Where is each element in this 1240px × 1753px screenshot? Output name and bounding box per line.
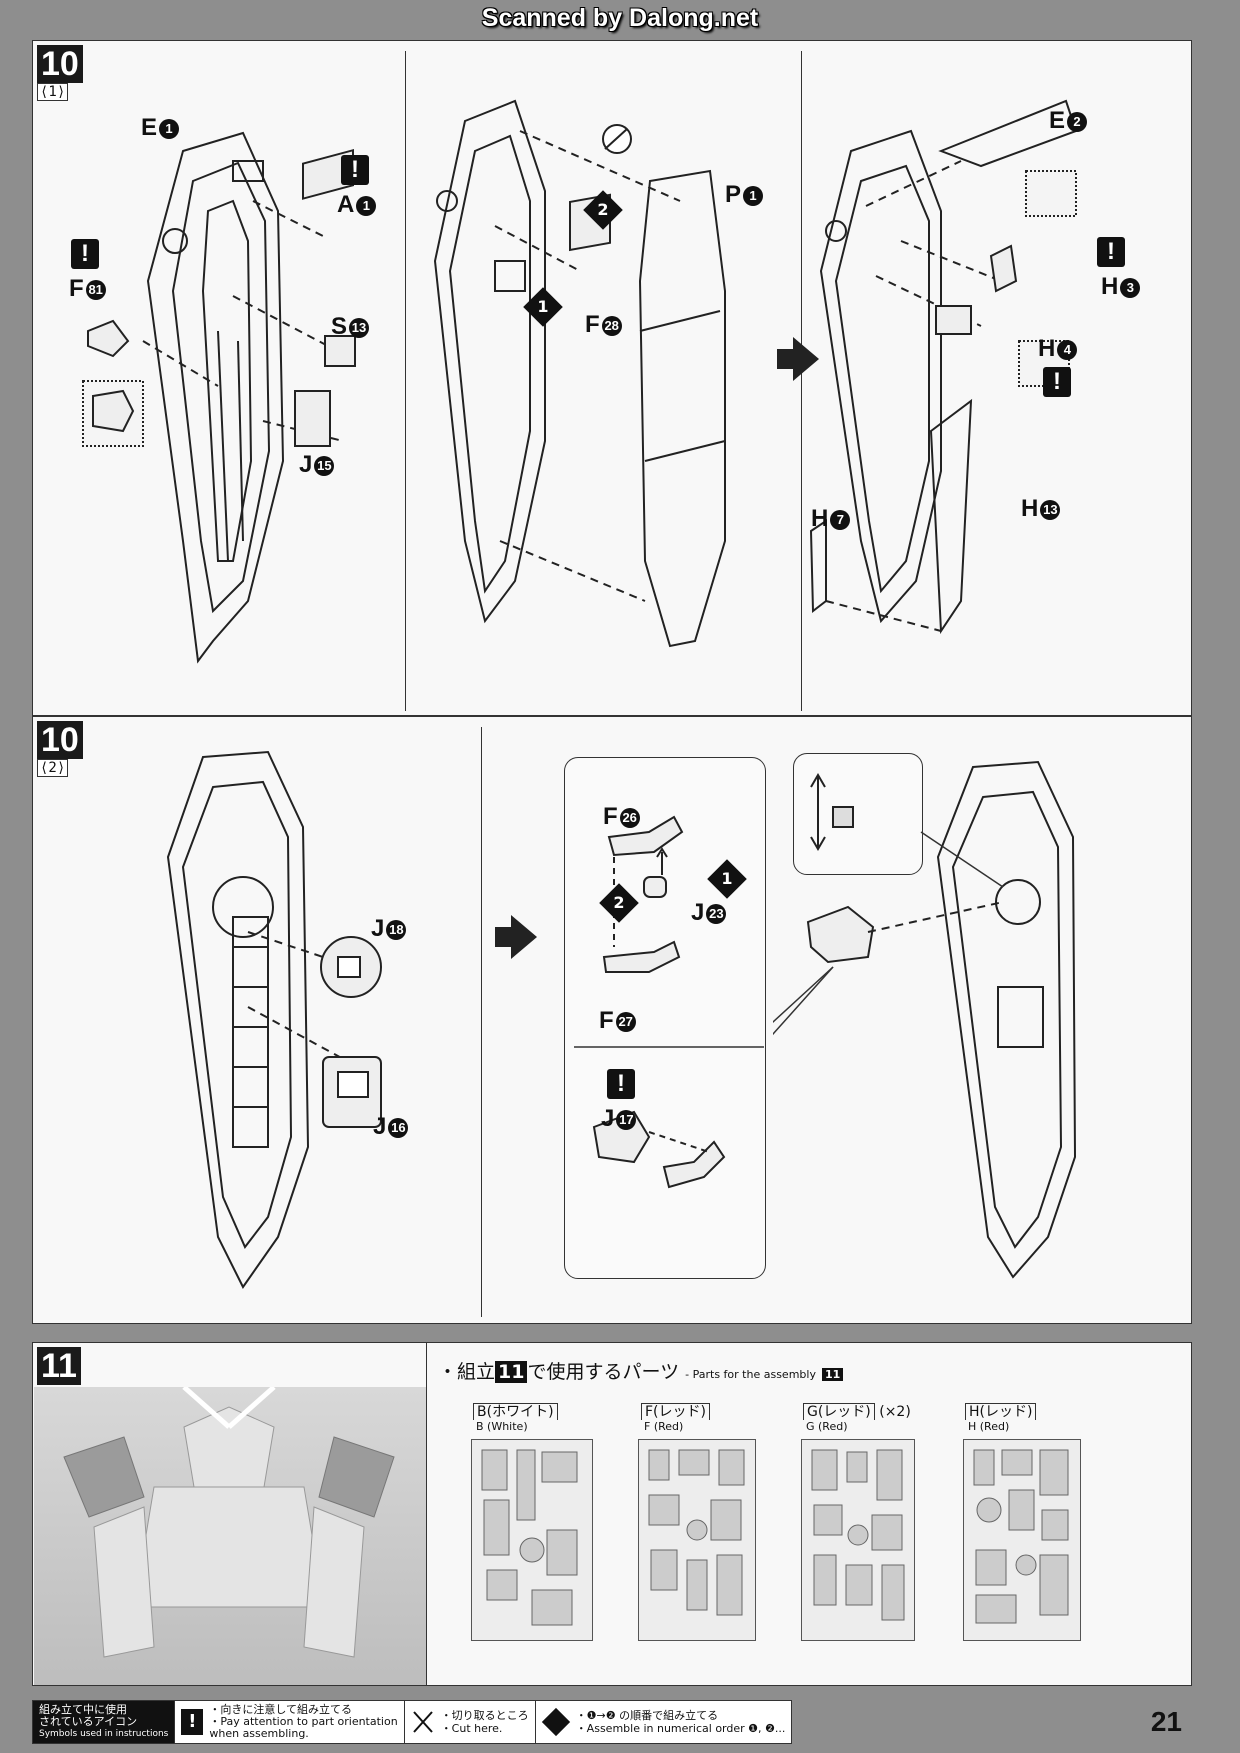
exclamation-icon: ! (71, 239, 99, 269)
legend-heading: 組み立て中に使用 されているアイコン Symbols used in instr… (33, 1701, 176, 1743)
runner-g (801, 1439, 915, 1641)
runner-label-f: F(レッド)F (Red) (641, 1403, 710, 1434)
next-step-arrow (777, 337, 819, 381)
shield-assembled-drawing (809, 99, 1078, 635)
watermark: Scanned by Dalong.net (481, 4, 759, 32)
runner-label-g: G(レッド) (×2)G (Red) (803, 1403, 911, 1434)
runner-h-drawing (973, 1449, 1069, 1624)
runner-label-b: B(ホワイト)B (White) (473, 1403, 558, 1434)
step-number: 10 (37, 45, 83, 83)
exclamation-icon: ! (181, 1709, 204, 1735)
runner-f-drawing (648, 1449, 745, 1616)
order-diamond-icon: 2 (583, 190, 623, 230)
runner-g-drawing (811, 1449, 905, 1621)
runner-h (963, 1439, 1081, 1641)
runner-f (638, 1439, 756, 1641)
order-diamond-icon (541, 1707, 570, 1737)
exclamation-icon: ! (607, 1069, 635, 1099)
panel-divider (405, 51, 406, 711)
legend-cut: ・切り取るところ ・Cut here. (405, 1701, 536, 1743)
next-step-arrow (495, 915, 537, 959)
sub-step: ⟨1⟩ (37, 83, 69, 101)
runner-label-h: H(レッド)H (Red) (965, 1403, 1037, 1434)
page-number: 21 (1150, 1706, 1182, 1737)
exclamation-icon: ! (1043, 367, 1071, 397)
runner-b (471, 1439, 593, 1641)
joint-assembly-drawing (574, 815, 764, 1189)
panel-divider (481, 727, 482, 1317)
shield-back-drawing (166, 750, 382, 1289)
step-number: 10 (37, 721, 83, 759)
sub-step: ⟨2⟩ (37, 759, 69, 777)
exclamation-icon: ! (341, 155, 369, 185)
exclamation-icon: ! (1097, 237, 1125, 267)
step-number: 11 (37, 1347, 81, 1385)
detail-zoom-drawing (773, 760, 1077, 1279)
legend-order: ・❶→❷ の順番で組み立てる ・Assemble in numerical or… (536, 1701, 792, 1743)
robot-photo-drawing (63, 1387, 395, 1658)
shield-cover-drawing (433, 99, 726, 648)
runner-b-drawing (481, 1449, 578, 1626)
order-diamond-icon: 1 (707, 859, 747, 899)
panel-divider (426, 1343, 427, 1685)
icon-legend: 組み立て中に使用 されているアイコン Symbols used in instr… (32, 1700, 793, 1744)
order-diamond-icon: 1 (523, 287, 563, 327)
shield-inner-frame-drawing (82, 131, 356, 664)
panel-divider (801, 51, 802, 711)
legend-attention: ! ・向きに注意して組み立てる ・Pay attention to part o… (175, 1701, 405, 1743)
robot-photo (34, 1387, 426, 1685)
order-diamond-icon: 2 (599, 883, 639, 923)
nipper-icon (412, 1711, 433, 1733)
detail-inset (793, 753, 923, 875)
